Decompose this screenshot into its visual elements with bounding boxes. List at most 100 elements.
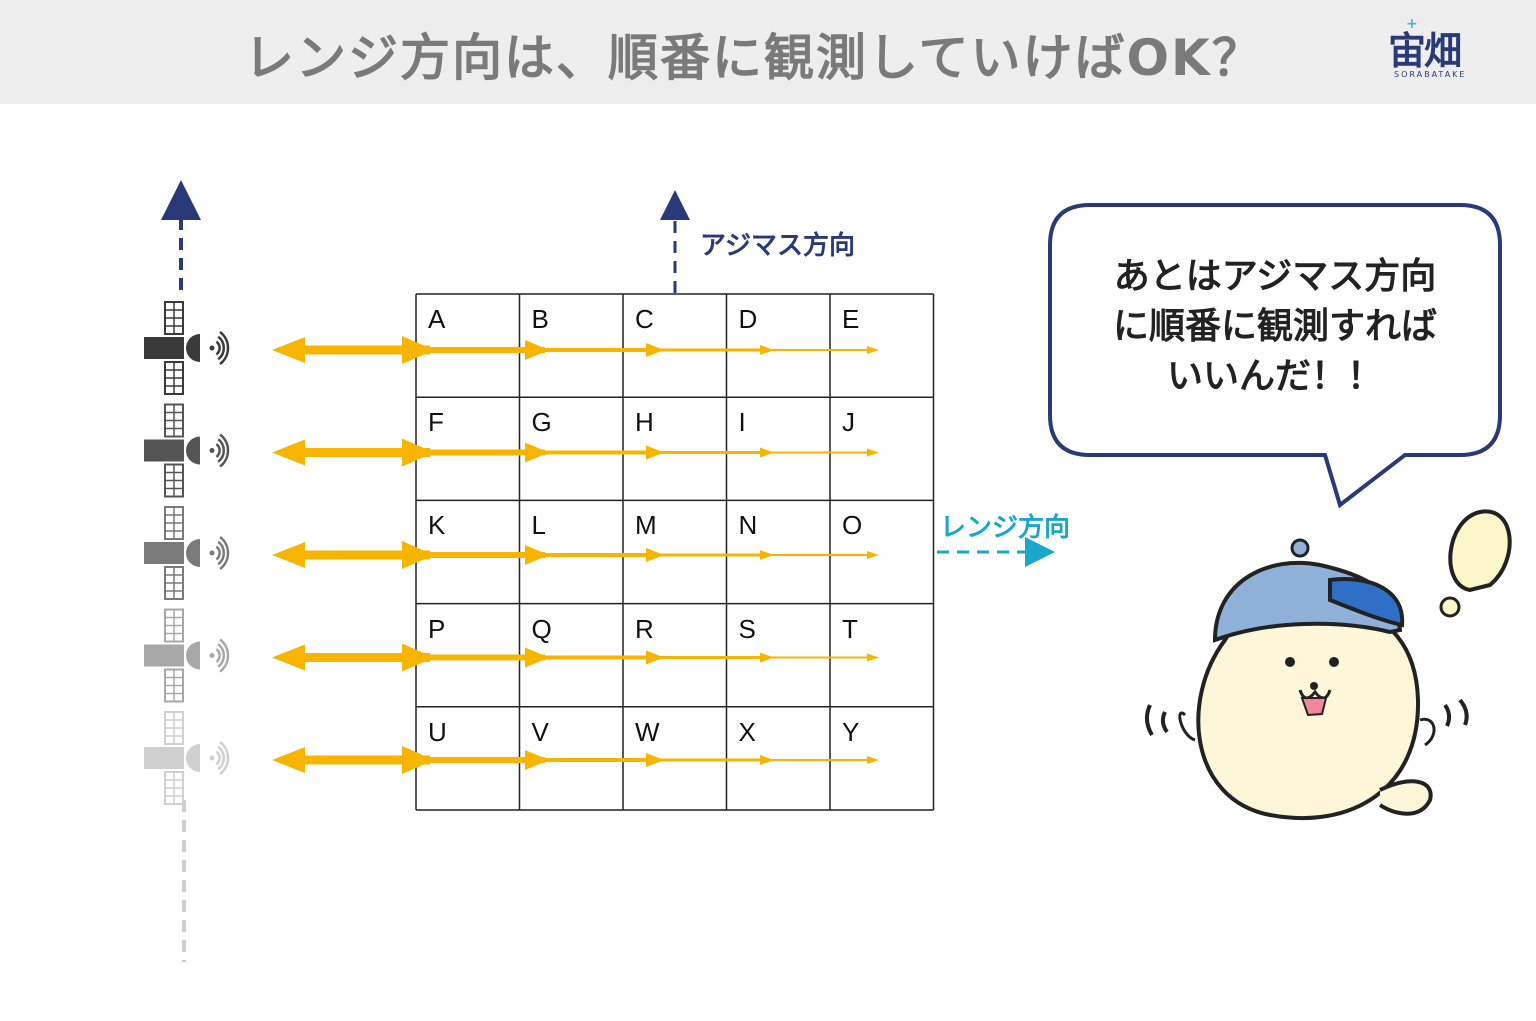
signal-wave-icon [217, 745, 225, 771]
antenna-dish-icon [186, 539, 200, 567]
beam-arrowhead [867, 551, 879, 559]
satellite-icon [144, 608, 230, 703]
speech-bubble-text: あとはアジマス方向 に順番に観測すれば いいんだ！！ [1060, 252, 1490, 402]
satellites [144, 301, 230, 805]
grid-cell-label: O [842, 510, 863, 541]
speech-line-2: に順番に観測すれば [1112, 306, 1437, 347]
beam-arrowhead [646, 548, 664, 562]
signal-wave-icon [215, 750, 221, 766]
grid-cell-label: P [428, 613, 446, 644]
seal-mascot-illustration [1145, 538, 1469, 821]
signal-dot [209, 448, 215, 453]
radar-beam-row [272, 746, 879, 774]
grid-cell-label: C [635, 304, 654, 334]
grid-cell-label: V [531, 716, 549, 747]
beam-left-arrowhead [272, 337, 305, 363]
range-direction-label: レンジ方向 [940, 513, 1071, 543]
satellite-body [144, 747, 184, 769]
beam-left-arrowhead [272, 439, 305, 466]
signal-wave-icon [219, 536, 230, 570]
beam-arrowhead [760, 550, 774, 560]
beam-arrowhead [402, 438, 434, 467]
page-title: レンジ方向は、順番に観測していけばOK？ [244, 29, 1264, 87]
grid-cell-label: N [738, 510, 758, 541]
signal-wave-icon [215, 648, 221, 663]
signal-wave-icon [217, 335, 225, 361]
signal-dot [209, 653, 215, 658]
beam-arrowhead [402, 746, 434, 774]
grid-cell-label: U [428, 716, 447, 747]
grid-cell-label: M [635, 510, 657, 541]
grid-cell-label: X [738, 716, 756, 747]
satellite-body [144, 337, 184, 359]
antenna-dish-icon [186, 744, 200, 772]
beam-left-arrowhead [272, 542, 305, 568]
beam-arrowhead [867, 448, 879, 457]
antenna-dish-icon [186, 641, 200, 670]
beam-arrowhead [760, 447, 774, 458]
beam-arrowhead [525, 340, 549, 360]
observation-grid [415, 293, 935, 811]
beam-arrowhead [760, 345, 774, 355]
radar-beam-row [272, 336, 879, 364]
beam-arrowhead [402, 336, 434, 364]
signal-wave-icon [217, 643, 225, 668]
sorabatake-logo: + 宙畑 SORABATAKE [1388, 16, 1488, 84]
satellite-body [144, 542, 184, 564]
grid-cell-label: A [428, 304, 446, 334]
antenna-dish-icon [186, 334, 200, 362]
signal-wave-icon [219, 331, 230, 365]
beam-arrowhead [646, 753, 664, 767]
grid-cell-label: E [842, 304, 860, 334]
logo-subtext: SORABATAKE [1394, 70, 1467, 79]
grid-cell-label: Y [842, 716, 860, 747]
logo-text: 宙畑 [1388, 29, 1462, 73]
speech-line-3: いいんだ！！ [1166, 356, 1383, 397]
signal-dot [209, 755, 215, 761]
beam-arrowhead [867, 653, 879, 662]
beam-arrowhead [525, 647, 549, 668]
antenna-dish-icon [186, 436, 200, 465]
satellite-icon [144, 301, 230, 395]
radar-beam-row [272, 643, 879, 672]
signal-wave-icon [219, 433, 230, 468]
satellite-icon [144, 506, 230, 600]
thought-dot-icon [1439, 596, 1461, 618]
beam-arrowhead [646, 343, 664, 357]
beam-arrowhead [525, 442, 549, 463]
speech-line-1: あとはアジマス方向 [1113, 256, 1437, 297]
signal-dot [209, 550, 215, 556]
radar-beam-row [272, 438, 879, 467]
signal-dot [209, 345, 215, 351]
beam-arrowhead [760, 652, 774, 663]
grid-cell-label: Q [531, 613, 552, 644]
grid-cell-label: D [738, 304, 758, 334]
beam-left-arrowhead [272, 644, 305, 671]
beam-arrowhead [402, 541, 434, 569]
beam-arrowhead [646, 650, 664, 665]
beam-arrowhead [646, 445, 664, 460]
grid-cell-label: S [738, 613, 756, 644]
beam-arrowhead [525, 545, 549, 565]
signal-wave-icon [217, 540, 225, 566]
satellite-icon [144, 403, 230, 498]
beam-arrowhead [867, 756, 879, 764]
beam-arrowhead [867, 346, 879, 354]
radar-beams [272, 336, 879, 774]
signal-wave-icon [215, 443, 221, 458]
header-bar: レンジ方向は、順番に観測していけばOK？ + 宙畑 SORABATAKE [0, 0, 1536, 104]
grid-cell-label: T [842, 613, 858, 644]
radar-beam-row [272, 541, 879, 569]
signal-wave-icon [219, 741, 230, 775]
grid-cell-label: L [531, 510, 546, 541]
grid-cell-label: F [428, 407, 444, 438]
beam-arrowhead [525, 750, 549, 770]
satellite-body [144, 644, 184, 667]
grid-cell-label: G [531, 407, 552, 438]
grid-cell-label: R [635, 613, 654, 644]
speech-bubble [1048, 203, 1502, 509]
beam-arrowhead [402, 643, 434, 672]
grid-cell-label: H [635, 407, 654, 438]
grid-cell-label: J [842, 407, 855, 438]
